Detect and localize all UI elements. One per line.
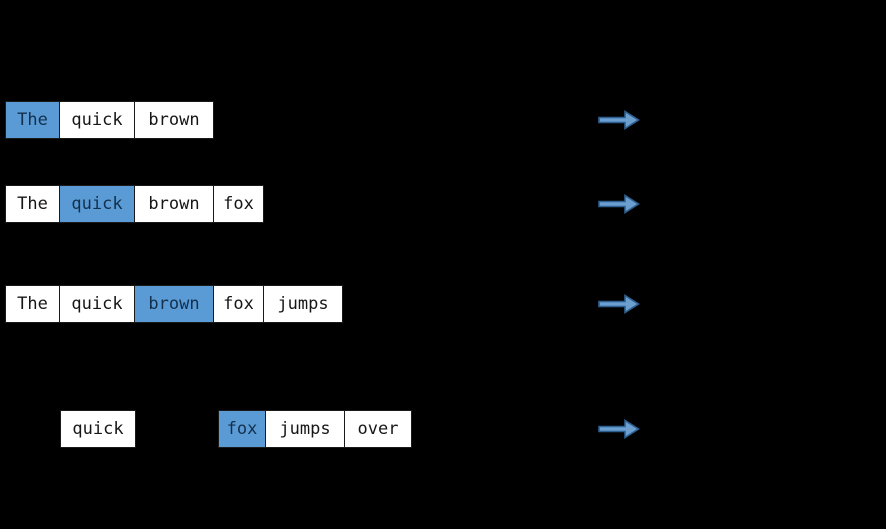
token-cell[interactable]: jumps — [263, 285, 343, 323]
right-arrow-icon — [598, 109, 640, 131]
token-cell-empty — [135, 410, 219, 448]
token-cell[interactable]: quick — [59, 101, 135, 139]
token-cell-highlighted[interactable]: brown — [134, 285, 214, 323]
token-cell-highlighted[interactable]: The — [5, 101, 60, 139]
token-cell-highlighted[interactable]: fox — [218, 410, 266, 448]
right-arrow-icon — [598, 193, 640, 215]
token-cell[interactable]: fox — [213, 185, 264, 223]
token-cell[interactable]: quick — [60, 410, 136, 448]
token-cell[interactable]: over — [344, 410, 412, 448]
right-arrow-icon — [598, 293, 640, 315]
token-cell[interactable]: brown — [134, 101, 214, 139]
token-cell-highlighted[interactable]: quick — [59, 185, 135, 223]
token-cell[interactable]: The — [5, 285, 60, 323]
token-cell-empty — [5, 410, 61, 448]
token-cell[interactable]: The — [5, 185, 60, 223]
token-cell[interactable]: jumps — [265, 410, 345, 448]
token-cell[interactable]: brown — [134, 185, 214, 223]
token-cell[interactable]: quick — [59, 285, 135, 323]
token-cell[interactable]: fox — [213, 285, 264, 323]
right-arrow-icon — [598, 418, 640, 440]
